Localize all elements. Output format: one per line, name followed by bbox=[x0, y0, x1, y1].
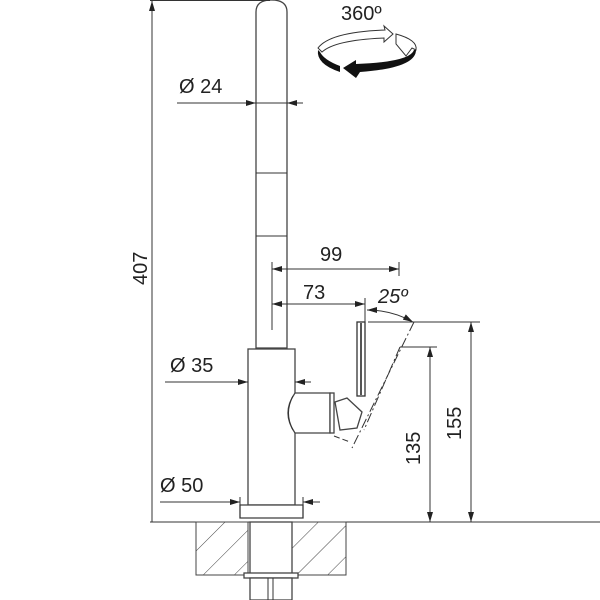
dim-50-label: Ø 50 bbox=[160, 475, 203, 497]
dim-lever-angle: 25º bbox=[366, 286, 414, 323]
dim-spout-diameter: Ø 24 bbox=[177, 76, 303, 106]
dim-155-label: 155 bbox=[444, 407, 466, 440]
dim-height-135: 135 bbox=[400, 346, 437, 522]
dim-24-label: Ø 24 bbox=[179, 76, 222, 98]
dim-body-diameter: Ø 35 bbox=[165, 355, 311, 385]
dim-25-label: 25º bbox=[377, 286, 409, 308]
dim-reach-73: 73 bbox=[272, 282, 366, 322]
rotation-label: 360º bbox=[341, 3, 382, 25]
dim-35-label: Ø 35 bbox=[170, 355, 213, 377]
rotation-arrow-icon: 360º bbox=[317, 3, 417, 78]
dim-height-155: 155 bbox=[368, 321, 480, 522]
countertop bbox=[150, 521, 600, 576]
dim-99-label: 99 bbox=[320, 244, 342, 266]
dim-407-label: 407 bbox=[130, 252, 152, 285]
dim-reach-99: 99 bbox=[271, 244, 400, 330]
dim-total-height: 407 bbox=[130, 0, 270, 522]
faucet-body bbox=[239, 321, 415, 519]
dim-73-label: 73 bbox=[303, 282, 325, 304]
dim-135-label: 135 bbox=[403, 432, 425, 465]
dim-base-diameter: Ø 50 bbox=[160, 475, 320, 518]
spout bbox=[255, 0, 288, 349]
mounting-shank bbox=[243, 521, 299, 600]
